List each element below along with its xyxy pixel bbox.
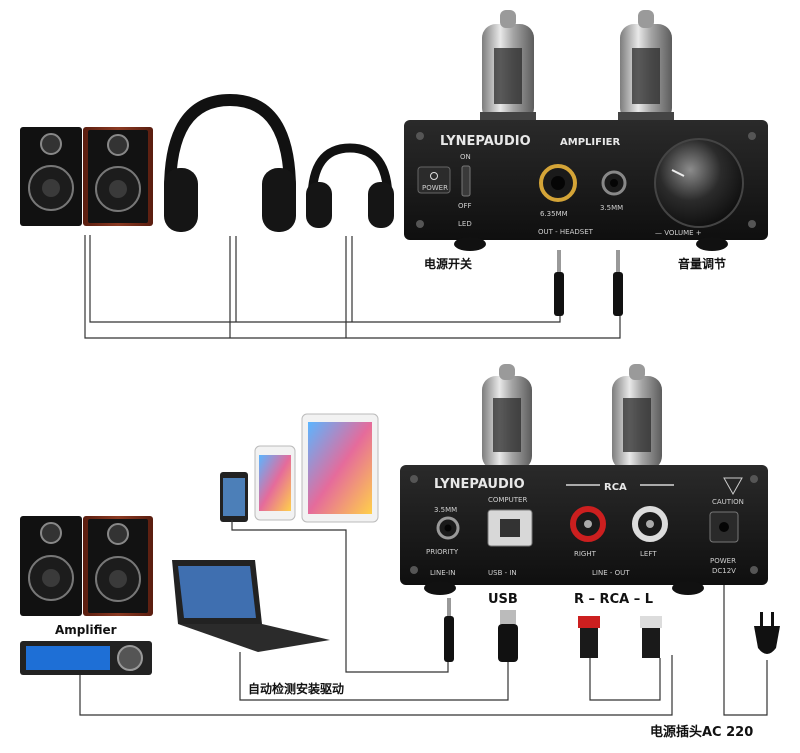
speaker-black-bottom bbox=[20, 516, 82, 616]
bottom-wiring bbox=[79, 520, 768, 716]
audio-jack-icon bbox=[554, 250, 564, 316]
power-switch-caption: 电源开关 bbox=[424, 256, 472, 271]
switch-on-label: ON bbox=[460, 153, 471, 161]
volume-label: — VOLUME + bbox=[655, 229, 702, 237]
bottom-amplifier-rear: LYNEPAUDIO 3.5MM PRIORITY LINE-IN COMPUT… bbox=[400, 465, 768, 585]
headphones-small-icon bbox=[306, 143, 394, 228]
smartphone-icon bbox=[220, 472, 248, 522]
volume-caption: 音量调节 bbox=[678, 256, 726, 271]
switch-off-label: OFF bbox=[458, 202, 472, 210]
vacuum-tube-icon bbox=[482, 364, 532, 470]
smartphone-icon bbox=[254, 445, 296, 521]
jack-35-label: 3.5MM bbox=[600, 204, 623, 212]
rca-plug-icon bbox=[578, 616, 600, 658]
power-label: POWER bbox=[422, 184, 448, 192]
jack-635-label: 6.35MM bbox=[540, 210, 568, 218]
auto-driver-caption: 自动检测安装驱动 bbox=[248, 681, 344, 696]
amplifier-caption: Amplifier bbox=[55, 623, 117, 637]
computer-label: COMPUTER bbox=[488, 496, 527, 504]
usb-in-label: USB - IN bbox=[488, 569, 517, 577]
dc-label: DC12V bbox=[712, 567, 736, 575]
laptop-icon bbox=[172, 560, 330, 652]
brand-label: LYNEPAUDIO bbox=[434, 477, 525, 492]
left-label: LEFT bbox=[640, 550, 657, 558]
vacuum-tube-icon bbox=[480, 10, 536, 122]
caution-label: CAUTION bbox=[712, 498, 744, 506]
model-label: AMPLIFIER bbox=[560, 137, 620, 148]
headphones-large-icon bbox=[164, 93, 296, 232]
led-toggle-switch[interactable] bbox=[461, 165, 471, 197]
power-label: POWER bbox=[710, 557, 736, 565]
priority-label: PRIORITY bbox=[426, 548, 459, 556]
usb-plug-icon bbox=[498, 610, 518, 662]
warning-icon bbox=[723, 477, 743, 496]
audio-jack-icon bbox=[444, 598, 454, 662]
top-wiring bbox=[84, 235, 621, 339]
audio-jack-icon bbox=[613, 250, 623, 316]
volume-knob[interactable] bbox=[654, 138, 744, 228]
speaker-black-top bbox=[20, 127, 82, 226]
line-in-label: LINE-IN bbox=[430, 569, 455, 577]
speaker-wood-bottom bbox=[83, 516, 153, 616]
plug-icon bbox=[754, 612, 780, 654]
vacuum-tube-icon bbox=[612, 364, 662, 470]
vacuum-tube-icon bbox=[618, 10, 674, 122]
led-label: LED bbox=[458, 220, 472, 228]
power-plug-caption: 电源插头AC 220 bbox=[650, 724, 753, 740]
brand-label: LYNEPAUDIO bbox=[440, 134, 531, 149]
top-amplifier: LYNEPAUDIO AMPLIFIER POWER ON OFF LED 6.… bbox=[404, 120, 768, 240]
power-icon bbox=[430, 172, 438, 180]
rca-title: RCA bbox=[604, 482, 627, 493]
line-out-label: LINE - OUT bbox=[592, 569, 630, 577]
jack-35-label: 3.5MM bbox=[434, 506, 457, 514]
usb-caption: USB bbox=[488, 592, 518, 607]
car-radio-icon bbox=[20, 641, 152, 675]
rca-plug-icon bbox=[640, 616, 662, 658]
speaker-wood-top bbox=[83, 127, 153, 226]
right-label: RIGHT bbox=[574, 550, 597, 558]
tablet-icon bbox=[301, 413, 379, 523]
out-headset-label: OUT - HEADSET bbox=[538, 228, 594, 236]
rca-caption: R – RCA – L bbox=[574, 592, 653, 607]
